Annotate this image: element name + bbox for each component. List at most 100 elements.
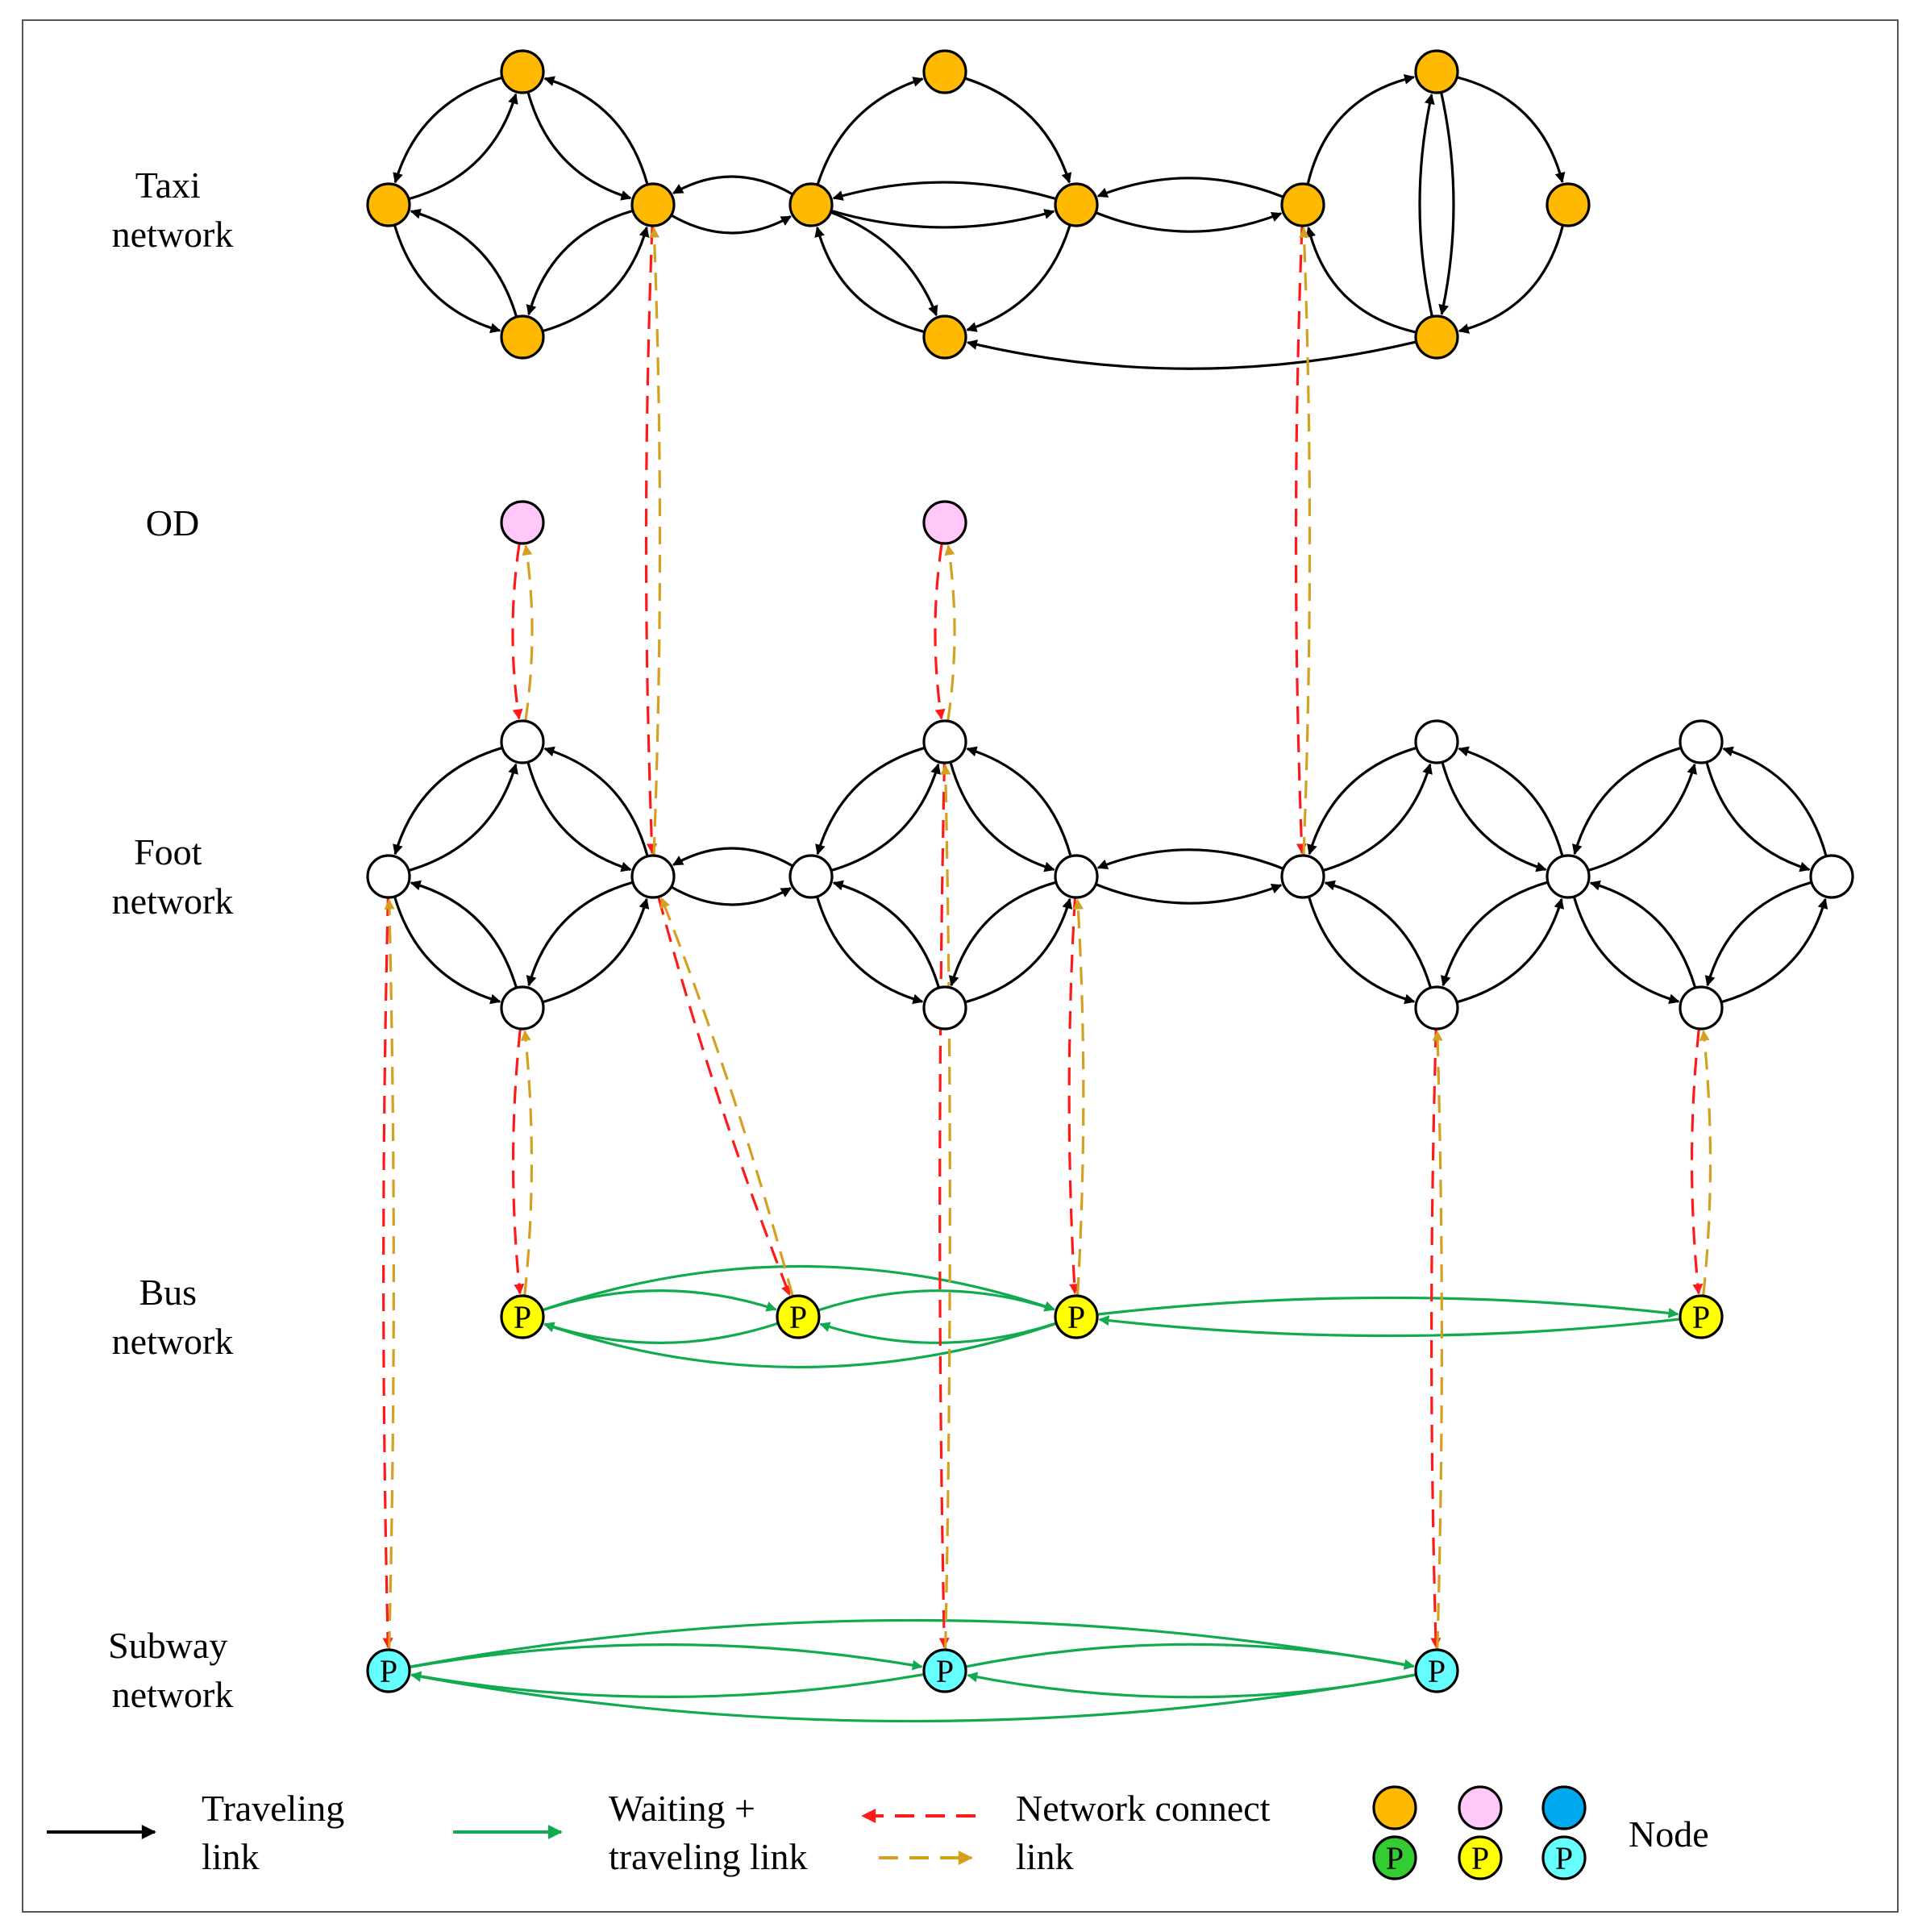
foot-node [366,854,411,899]
foot-node-circle [366,854,411,899]
foot-node [1679,985,1724,1031]
legend-subway-stop-node-circle [1541,1835,1587,1880]
foot-node [1280,854,1325,899]
foot-traveling-link [671,886,792,906]
legend-taxi-node-circle [1372,1785,1417,1830]
legend-od-node-circle [1458,1785,1503,1830]
bus-stop-node-circle [500,1294,545,1339]
subway-link [410,1643,923,1671]
foot-traveling-link [526,762,632,872]
foot-traveling-link [832,880,940,988]
bus-stop-node: P [500,1294,545,1339]
taxi-traveling-link [526,210,633,316]
legend: Traveling link Waiting + traveling link … [47,1785,1709,1880]
network-connect-link [649,227,662,856]
legend-taxi-node [1372,1785,1417,1830]
taxi-traveling-link [832,181,1056,201]
foot-traveling-link [410,880,518,988]
foot-traveling-link [1440,881,1548,987]
foot-traveling-link [966,746,1072,856]
taxi-node-circle [1546,182,1591,227]
taxi-traveling-link [1458,225,1564,334]
bus-stop-node-letter: P [1692,1299,1710,1335]
legend-bus-stop-node: P [1458,1835,1503,1880]
taxi-traveling-link [830,211,938,317]
legend-waiting-label: Waiting + traveling link [609,1788,808,1877]
bus-link [543,1289,777,1312]
od-node [922,500,967,545]
bus-link [818,1289,1055,1312]
taxi-traveling-link [814,226,925,333]
network-connect-link [934,543,946,720]
taxi-traveling-link [965,77,1072,184]
bus-link [543,1322,778,1344]
network-connect-link [659,897,794,1297]
network-connect-link [511,1029,525,1295]
taxi-traveling-link [1438,93,1455,315]
taxi-node [922,49,967,94]
taxi-node [1414,49,1459,94]
legend-blue-node [1541,1785,1587,1830]
legend-subway-stop-node: P [1541,1835,1587,1880]
taxi-traveling-link [1418,94,1435,316]
foot-node-circle [1809,854,1854,899]
foot-node-circle [1546,854,1591,899]
foot-traveling-link [965,897,1073,1004]
foot-traveling-link [1573,897,1680,1005]
foot-traveling-link [393,897,501,1005]
taxi-node-circle [922,49,967,94]
bus-link [819,1322,1056,1344]
taxi-traveling-link [816,77,924,185]
od-node [500,500,545,545]
foot-traveling-link [1705,762,1811,872]
foot-traveling-link [1441,762,1547,872]
bus-stop-node-letter: P [789,1299,807,1335]
bus-stop-node: P [1054,1294,1099,1339]
taxi-traveling-link [831,209,1055,229]
foot-traveling-link [1722,746,1828,856]
network-connect-link [1690,1029,1704,1295]
foot-node [1414,719,1459,764]
network-connect-link [938,763,950,1649]
foot-node-circle [1414,719,1459,764]
taxi-node-circle [630,182,676,227]
network-connect-link [940,764,951,1650]
foot-traveling-link [1588,763,1697,872]
network-connect-link [1430,1029,1442,1649]
foot-traveling-link [1096,848,1283,870]
taxi-node [1280,182,1325,227]
taxi-traveling-link [409,93,518,201]
foot-traveling-link [1323,763,1433,872]
taxi-traveling-link [1457,76,1566,184]
bus-stop-node-letter: P [514,1299,531,1335]
taxi-traveling-link [1096,177,1283,198]
network-connect-link [382,897,393,1649]
network-connect-link [1699,1030,1712,1296]
taxi-node-circle [1414,49,1459,94]
foot-traveling-link [1589,880,1696,988]
bus-link [543,1322,1056,1369]
foot-node-circle [1054,854,1099,899]
network-connect-link [1067,897,1080,1295]
foot-node [1054,854,1099,899]
foot-node-circle [500,985,545,1031]
foot-node [630,854,676,899]
taxi-node [366,182,411,227]
row-labels: Taxi network OD Foot network Bus network… [108,164,233,1715]
taxi-node [500,49,545,94]
foot-traveling-link [526,881,633,987]
od-node-circle [922,500,967,545]
legend-subway-stop-node-letter: P [1555,1840,1573,1876]
foot-node [500,985,545,1031]
taxi-traveling-link [1306,73,1416,185]
foot-traveling-link [1457,897,1565,1004]
bus-link [543,1264,1055,1312]
edges [382,73,1828,1723]
bus-stop-node-letter: P [1067,1299,1085,1335]
foot-traveling-link [672,847,793,867]
subway-station-node-letter: P [380,1653,397,1689]
figure-frame [22,19,1899,1913]
foot-node-circle [1280,854,1325,899]
